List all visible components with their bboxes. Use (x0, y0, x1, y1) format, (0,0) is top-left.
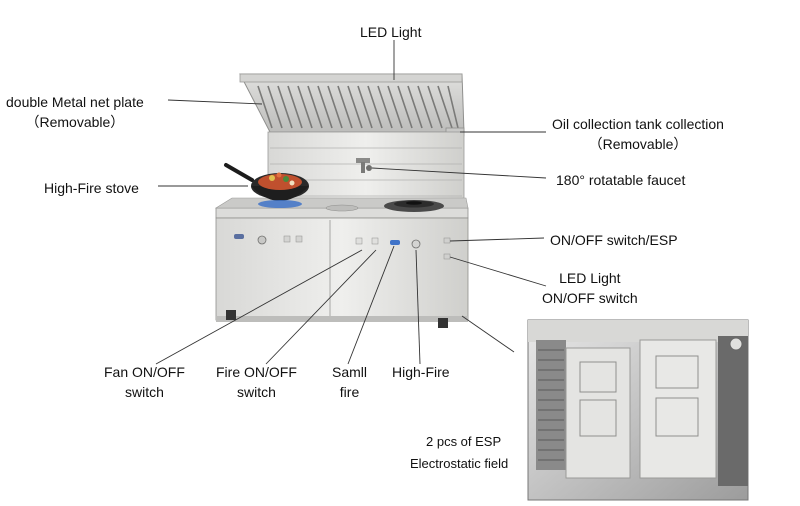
hood-canopy (239, 73, 465, 137)
label-esp-field: Electrostatic field (410, 456, 509, 471)
label-metal-net-plate-line1: double Metal net plate (6, 94, 144, 110)
label-small-fire-line2: fire (339, 384, 360, 400)
label-faucet: 180° rotatable faucet (556, 172, 686, 188)
label-metal-net-plate-line2: （Removable） (25, 114, 125, 130)
wok (224, 163, 309, 208)
label-oil-tank-line1: Oil collection tank collection (552, 116, 724, 132)
leader-lines (155, 40, 547, 365)
faucet (356, 158, 372, 173)
label-fan-switch-line2: switch (125, 384, 164, 400)
label-small-fire: Samll fire (332, 362, 367, 402)
label-high-fire: High-Fire (392, 364, 450, 380)
label-fire-switch: Fire ON/OFF switch (216, 362, 297, 402)
cabinet (215, 217, 469, 328)
right-burner (384, 200, 444, 212)
label-metal-net-plate: double Metal net plate （Removable） (6, 92, 144, 132)
label-onoff-esp: ON/OFF switch/ESP (550, 232, 678, 248)
label-high-fire-stove: High-Fire stove (44, 180, 139, 196)
label-fan-switch-line1: Fan ON/OFF (104, 364, 185, 380)
label-fan-switch: Fan ON/OFF switch (104, 362, 185, 402)
center-burner (325, 204, 359, 212)
label-led-light-top: LED Light (360, 24, 422, 40)
small-fire-knob (390, 240, 400, 245)
label-led-switch-line2: ON/OFF switch (542, 290, 638, 306)
esp-photo (527, 319, 749, 501)
label-led-switch-line1: LED Light (559, 270, 621, 286)
label-oil-tank-line2: （Removable） (588, 136, 688, 152)
label-fire-switch-line1: Fire ON/OFF (216, 364, 297, 380)
metal-net-plate (257, 85, 459, 129)
label-oil-collection-tank: Oil collection tank collection （Removabl… (552, 114, 724, 154)
label-led-switch: LED Light ON/OFF switch (542, 268, 638, 308)
label-fire-switch-line2: switch (236, 384, 276, 400)
label-esp-count: 2 pcs of ESP (426, 434, 502, 449)
label-small-fire-line1: Samll (332, 364, 368, 380)
